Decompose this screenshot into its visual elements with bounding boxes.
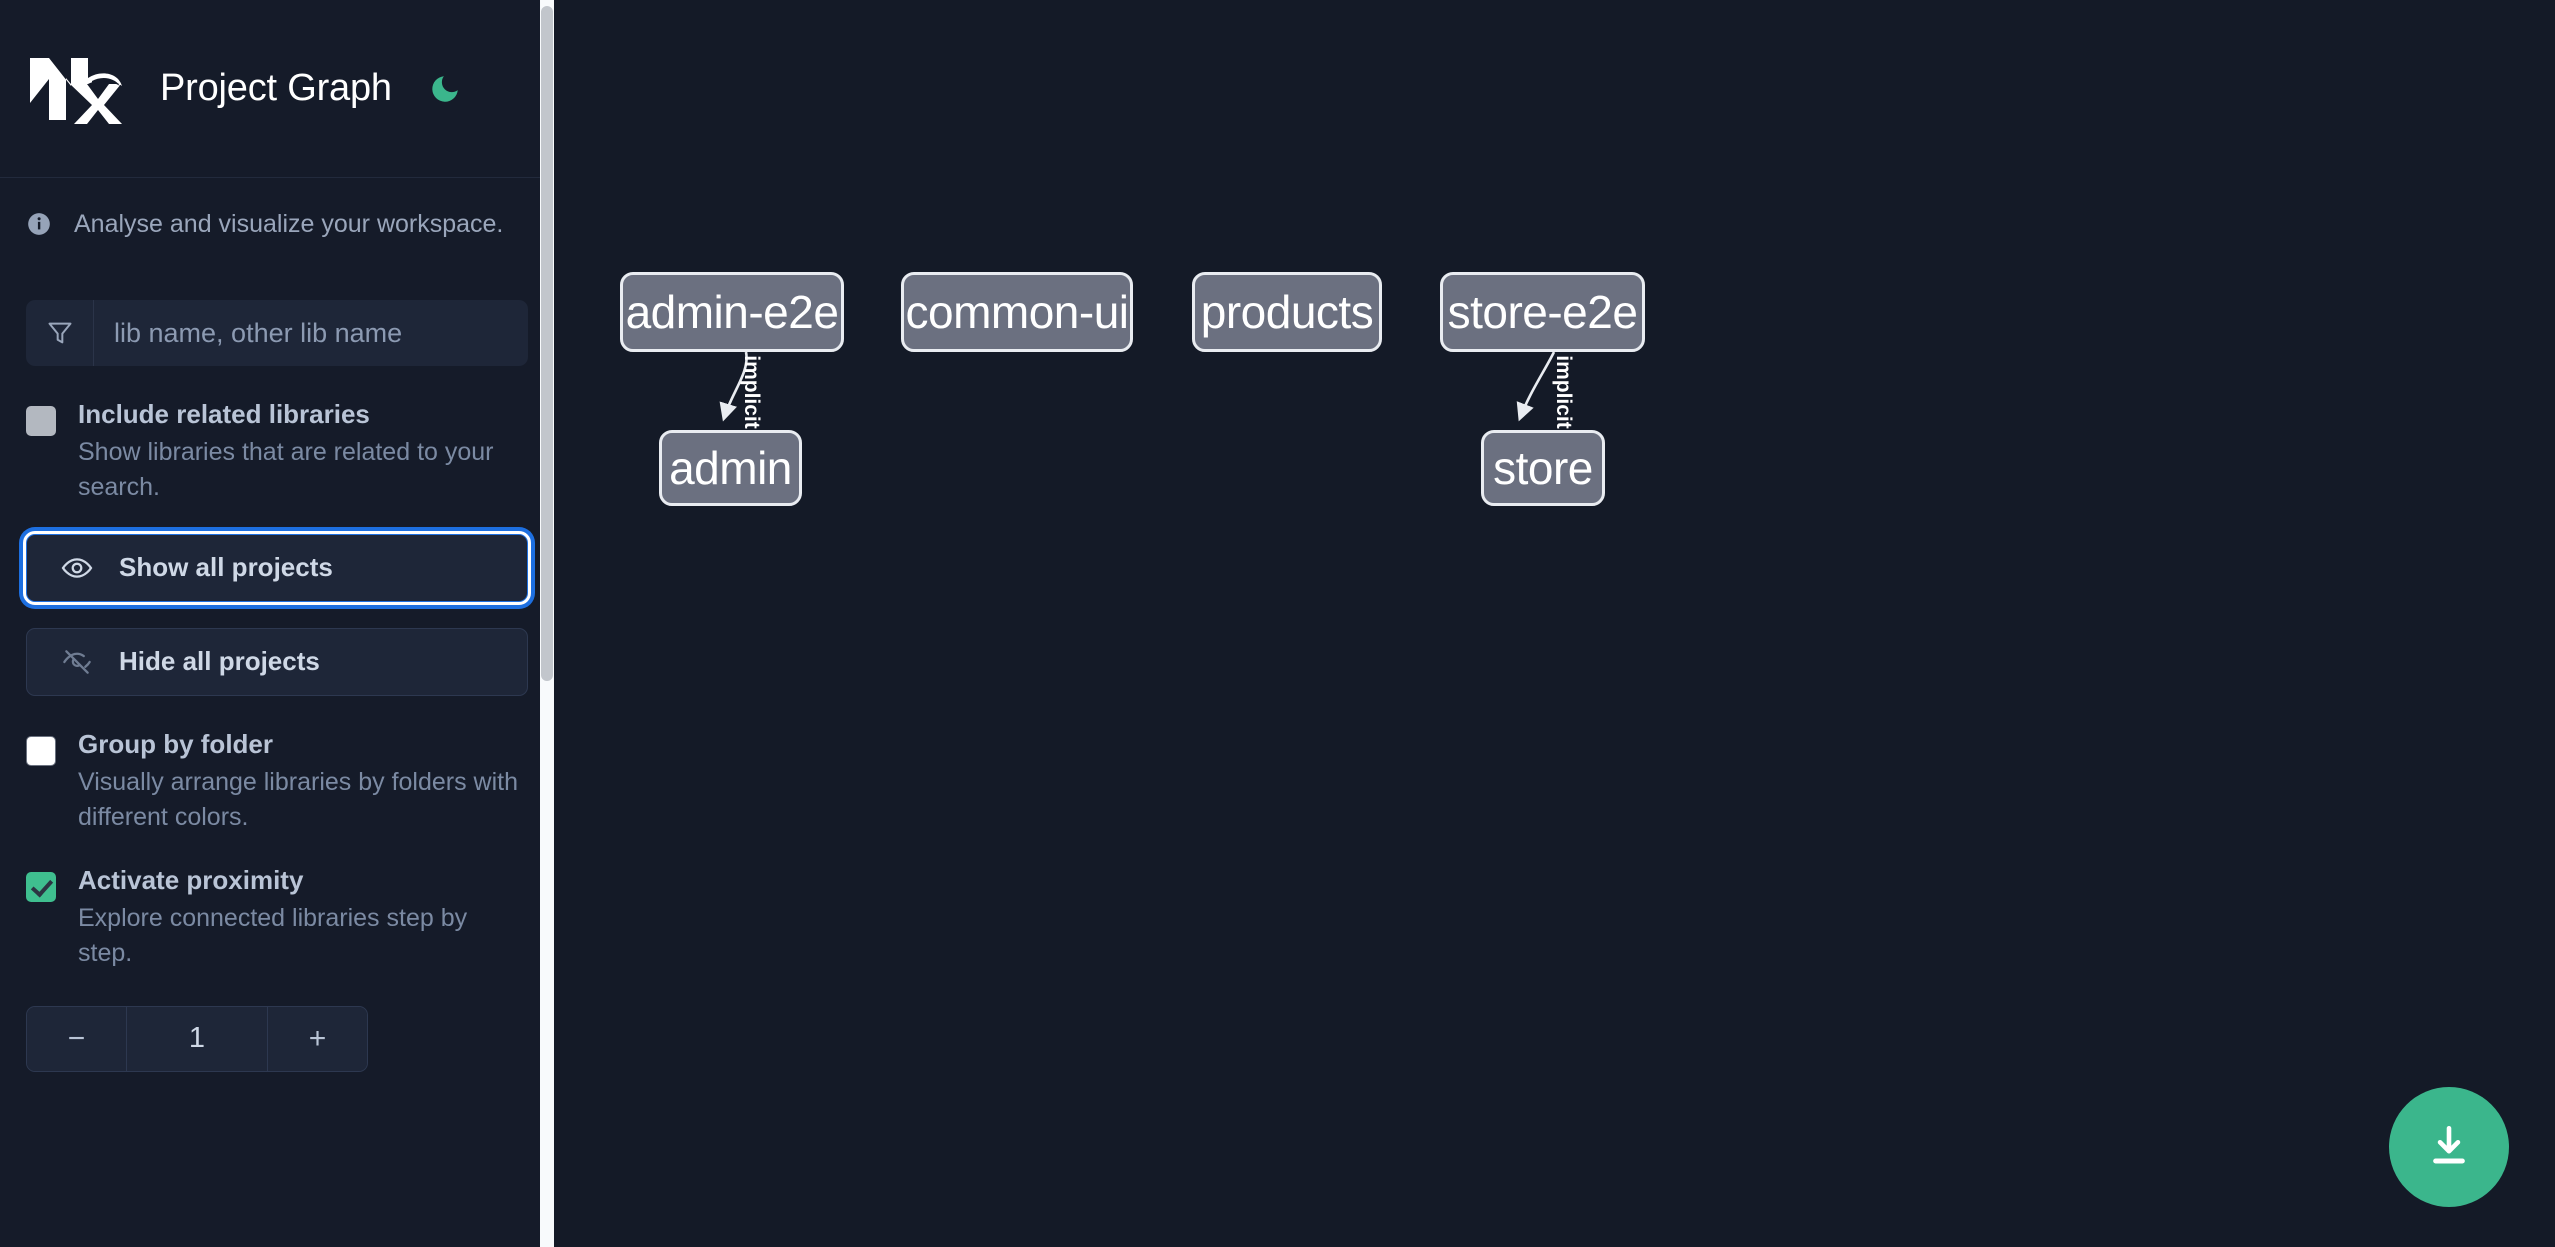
option-description: Visually arrange libraries by folders wi…: [78, 767, 519, 832]
activate-proximity-checkbox[interactable]: [26, 871, 56, 902]
nx-logo: [26, 54, 122, 124]
include-related-checkbox[interactable]: [26, 406, 56, 436]
group-by-folder-checkbox[interactable]: [26, 735, 56, 766]
graph-node-products[interactable]: products: [1192, 272, 1382, 352]
graph-node-common-ui[interactable]: common-ui: [901, 272, 1133, 352]
info-icon: [26, 211, 52, 237]
graph-node-store[interactable]: store: [1481, 430, 1605, 506]
option-description: Show libraries that are related to your …: [78, 437, 494, 502]
download-icon: [2424, 1121, 2474, 1174]
option-group-by-folder[interactable]: Group by folder Visually arrange librari…: [26, 728, 528, 836]
search-field[interactable]: [26, 300, 528, 366]
page-title: Project Graph: [160, 67, 392, 109]
sidebar-controls: Include related libraries Show libraries…: [0, 300, 554, 1072]
graph-canvas[interactable]: implicit implicit admin-e2e common-ui pr…: [554, 0, 2555, 1247]
edge-admin-e2e-to-admin: [719, 351, 748, 422]
hide-all-projects-button[interactable]: Hide all projects: [26, 627, 528, 696]
option-activate-proximity[interactable]: Activate proximity Explore connected lib…: [26, 864, 528, 972]
filter-icon: [46, 319, 74, 347]
sidebar-header: Project Graph: [0, 0, 554, 178]
moon-icon[interactable]: [428, 72, 462, 106]
option-include-related-libraries[interactable]: Include related libraries Show libraries…: [26, 399, 528, 506]
graph-node-admin[interactable]: admin: [659, 430, 802, 506]
option-text-group: Include related libraries Show libraries…: [78, 399, 528, 506]
sidebar: Project Graph Analyse and visualize yo: [0, 0, 554, 1247]
edge-store-e2e-to-store: [1516, 351, 1556, 422]
proximity-stepper[interactable]: − 1 +: [26, 1005, 368, 1072]
workspace-tagline: Analyse and visualize your workspace.: [0, 178, 554, 270]
tagline-text: Analyse and visualize your workspace.: [74, 209, 504, 238]
graph-edges-layer: [719, 351, 1556, 422]
sidebar-scrollbar-thumb[interactable]: [541, 6, 553, 681]
eye-off-icon: [61, 646, 93, 678]
option-title: Activate proximity: [78, 864, 304, 895]
option-text-group: Activate proximity Explore connected lib…: [78, 864, 528, 972]
graph-node-admin-e2e[interactable]: admin-e2e: [620, 272, 844, 352]
graph-node-store-e2e[interactable]: store-e2e: [1440, 272, 1645, 352]
option-description: Explore connected libraries step by step…: [78, 903, 468, 968]
stepper-value: 1: [127, 1006, 267, 1071]
filter-icon-wrapper: [26, 300, 94, 366]
show-all-projects-button[interactable]: Show all projects: [23, 530, 531, 605]
option-text-group: Group by folder Visually arrange librari…: [78, 728, 528, 836]
eye-icon: [61, 552, 93, 584]
stepper-increment-button[interactable]: +: [267, 1006, 367, 1071]
stepper-decrement-button[interactable]: −: [27, 1006, 127, 1071]
download-graph-button[interactable]: [2389, 1087, 2509, 1207]
option-title: Include related libraries: [78, 399, 370, 429]
option-title: Group by folder: [78, 728, 273, 759]
hide-all-projects-label: Hide all projects: [119, 646, 320, 677]
search-input[interactable]: [94, 300, 528, 366]
show-all-projects-label: Show all projects: [119, 552, 333, 583]
